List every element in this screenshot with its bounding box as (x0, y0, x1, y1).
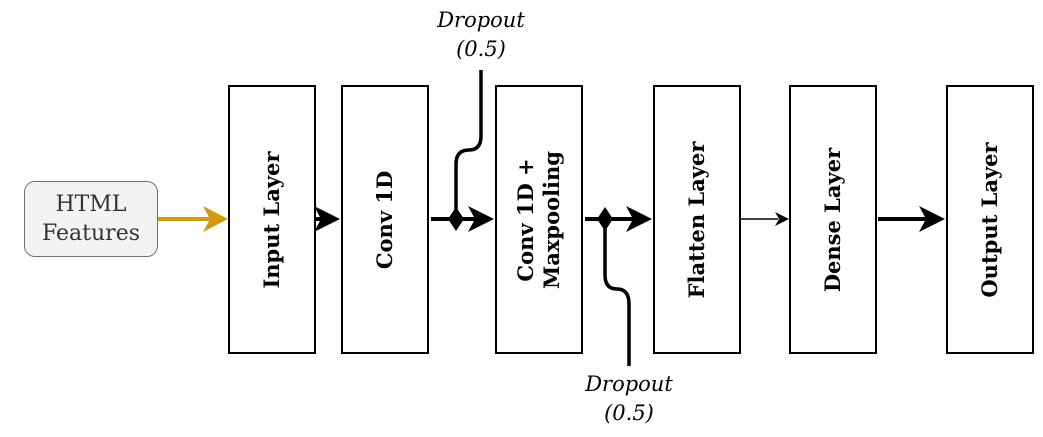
arrow-input-to-input-layer (158, 206, 228, 232)
dropout-bottom-line2: (0.5) (604, 401, 654, 425)
flatten-layer-label-text: Flatten Layer (684, 141, 709, 298)
dropout-junction-bottom-marker (597, 207, 613, 231)
input-label-line1: HTML (55, 192, 127, 217)
dropout-label-top: Dropout (0.5) (411, 6, 551, 64)
dropout-bottom-line1: Dropout (585, 372, 673, 396)
arrow-flatten-to-dense (741, 212, 789, 226)
conv1d-maxpool-label-line1: Conv 1D + (513, 157, 538, 282)
output-layer-label-text: Output Layer (977, 141, 1002, 298)
dropout-label-bottom: Dropout (0.5) (559, 370, 699, 428)
input-layer-label: Input Layer (259, 151, 285, 288)
conv1d-layer-box: Conv 1D (341, 85, 429, 354)
input-label-line2: Features (41, 221, 141, 246)
input-layer-label-text: Input Layer (259, 150, 284, 289)
dropout-top-line2: (0.5) (456, 37, 506, 61)
flatten-layer-box: Flatten Layer (653, 85, 741, 354)
flatten-layer-label: Flatten Layer (684, 141, 710, 298)
dense-layer-label: Dense Layer (820, 147, 846, 291)
arrow-dense-to-output (878, 206, 945, 232)
conv1d-layer-label: Conv 1D (372, 170, 398, 268)
html-features-input: HTML Features (24, 181, 158, 257)
dropout-connector-bottom (597, 207, 631, 366)
input-layer-box: Input Layer (228, 85, 316, 354)
dropout-connector-top (448, 70, 483, 231)
dropout-top-line1: Dropout (437, 8, 525, 32)
arrow-conv1d-maxpool-to-flatten (585, 206, 652, 232)
output-layer-box: Output Layer (946, 85, 1034, 354)
dense-layer-box: Dense Layer (789, 85, 877, 354)
conv1d-maxpool-layer-label: Conv 1D + Maxpooling (513, 151, 565, 289)
conv1d-maxpool-layer-box: Conv 1D + Maxpooling (495, 85, 583, 354)
conv1d-maxpool-label-line2: Maxpooling (539, 150, 564, 289)
conv1d-layer-label-text: Conv 1D (372, 170, 397, 269)
output-layer-label: Output Layer (977, 142, 1003, 297)
dense-layer-label-text: Dense Layer (820, 147, 845, 292)
dropout-junction-top-marker (448, 207, 464, 231)
